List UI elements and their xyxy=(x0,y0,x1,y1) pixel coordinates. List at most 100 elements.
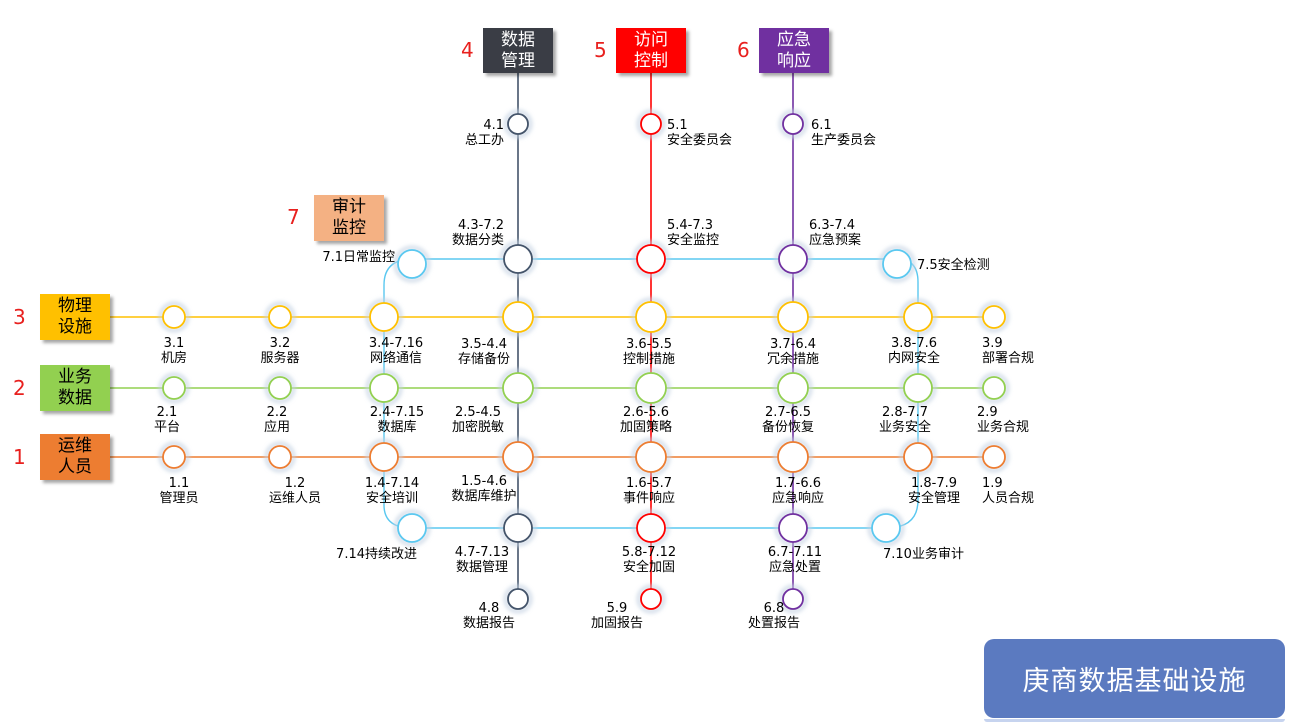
station-s47[interactable] xyxy=(500,510,536,546)
station-s38[interactable] xyxy=(900,299,936,335)
brand-button[interactable]: 庚商数据基础设施 xyxy=(984,639,1285,722)
station-circle xyxy=(268,445,292,469)
station-glow xyxy=(979,442,1009,472)
station-s19[interactable] xyxy=(979,442,1009,472)
station-glow xyxy=(504,585,532,613)
station-glow xyxy=(979,302,1009,332)
station-s75[interactable] xyxy=(879,246,915,282)
station-s18[interactable] xyxy=(900,439,936,475)
station-circle xyxy=(903,302,933,332)
station-code: 1.8-7.9 xyxy=(911,476,957,491)
station-s714[interactable] xyxy=(394,510,430,546)
station-s17[interactable] xyxy=(774,438,812,476)
station-code: 6.1 xyxy=(811,118,832,133)
station-s28[interactable] xyxy=(900,370,936,406)
station-s37[interactable] xyxy=(774,298,812,336)
cat-4-box[interactable]: 数据 管理 xyxy=(483,28,553,73)
station-s63[interactable] xyxy=(775,241,811,277)
station-code: 2.4-7.15 xyxy=(370,405,424,420)
station-s27[interactable] xyxy=(774,369,812,407)
station-name: 数据管理 xyxy=(456,560,508,575)
station-circle xyxy=(503,244,533,274)
station-circle xyxy=(777,441,809,473)
station-glow xyxy=(159,373,189,403)
station-name: 加密脱敏 xyxy=(452,419,504,435)
station-code: 5.4-7.3 xyxy=(667,218,713,233)
station-s68[interactable] xyxy=(779,585,807,613)
cat-7-box[interactable]: 审计 监控 xyxy=(314,195,384,241)
station-circle xyxy=(982,376,1006,400)
station-s58[interactable] xyxy=(633,510,669,546)
station-glow xyxy=(500,241,536,277)
station-name: 数据报告 xyxy=(463,616,515,631)
station-glow xyxy=(779,110,807,138)
station-s36[interactable] xyxy=(632,298,670,336)
station-glow xyxy=(499,438,537,476)
station-name: 安全加固 xyxy=(623,559,675,575)
station-s43[interactable] xyxy=(500,241,536,277)
station-s32[interactable] xyxy=(265,302,295,332)
cat-1-box[interactable]: 运维 人员 xyxy=(40,434,110,480)
station-s22[interactable] xyxy=(265,373,295,403)
station-circle xyxy=(268,376,292,400)
station-circle xyxy=(502,372,534,404)
cat-6-box[interactable]: 应急 响应 xyxy=(759,28,829,73)
station-circle xyxy=(903,442,933,472)
station-circle xyxy=(882,249,912,279)
station-s26[interactable] xyxy=(632,369,670,407)
station-name: 总工办 xyxy=(465,133,504,148)
station-s35[interactable] xyxy=(499,298,537,336)
station-s41[interactable] xyxy=(504,110,532,138)
cat-3-box[interactable]: 物理 设施 xyxy=(40,294,110,340)
station-circle xyxy=(635,441,667,473)
station-glow xyxy=(633,510,669,546)
station-name: 加固报告 xyxy=(591,616,643,631)
station-glow xyxy=(637,110,665,138)
station-s25[interactable] xyxy=(499,369,537,407)
station-circle xyxy=(782,588,804,610)
station-s48[interactable] xyxy=(504,585,532,613)
station-code: 3.5-4.4 xyxy=(461,337,507,352)
station-s71[interactable] xyxy=(394,246,430,282)
station-code: 6.7-7.11 xyxy=(768,545,822,560)
station-s34[interactable] xyxy=(366,299,402,335)
station-s710[interactable] xyxy=(868,510,904,546)
station-s39[interactable] xyxy=(979,302,1009,332)
station-s59[interactable] xyxy=(637,585,665,613)
station-name: 备份恢复 xyxy=(762,419,814,435)
cat-5-box[interactable]: 访问 控制 xyxy=(616,28,686,73)
station-name: 7.10业务审计 xyxy=(883,546,964,562)
cat-2-box[interactable]: 业务 数据 xyxy=(40,365,110,411)
station-s16[interactable] xyxy=(632,438,670,476)
station-name: 管理员 xyxy=(159,491,198,506)
station-s12[interactable] xyxy=(265,442,295,472)
station-s61[interactable] xyxy=(779,110,807,138)
station-circle xyxy=(640,588,662,610)
station-glow xyxy=(632,438,670,476)
station-glow xyxy=(900,299,936,335)
station-glow xyxy=(159,442,189,472)
station-circle xyxy=(640,113,662,135)
station-s21[interactable] xyxy=(159,373,189,403)
station-circle xyxy=(778,244,808,274)
station-name: 生产委员会 xyxy=(811,133,876,148)
station-code: 2.1 xyxy=(157,405,178,420)
station-circle xyxy=(162,376,186,400)
station-s15[interactable] xyxy=(499,438,537,476)
station-glow xyxy=(900,370,936,406)
station-s14[interactable] xyxy=(366,439,402,475)
station-code: 2.2 xyxy=(267,405,288,420)
station-s54[interactable] xyxy=(633,241,669,277)
station-code: 2.5-4.5 xyxy=(455,405,501,420)
station-s67[interactable] xyxy=(775,510,811,546)
station-s51[interactable] xyxy=(637,110,665,138)
station-s31[interactable] xyxy=(159,302,189,332)
station-circle xyxy=(782,113,804,135)
station-s11[interactable] xyxy=(159,442,189,472)
station-s24[interactable] xyxy=(366,370,402,406)
station-circle xyxy=(903,373,933,403)
station-s29[interactable] xyxy=(979,373,1009,403)
station-circle xyxy=(397,513,427,543)
station-name: 7.1日常监控 xyxy=(322,250,395,265)
